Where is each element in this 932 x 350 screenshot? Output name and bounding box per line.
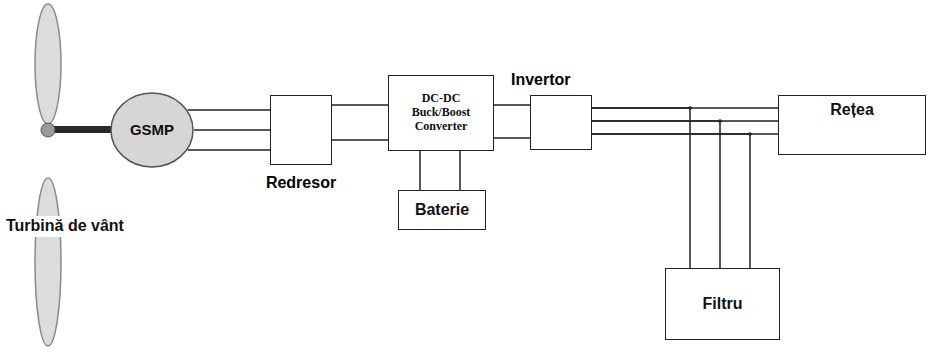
wire [332, 139, 388, 141]
wire-connector [592, 106, 752, 268]
node-text: DC-DC Buck/Boost Converter [393, 92, 489, 133]
battery-box: Baterie [398, 190, 486, 230]
junction-dot [718, 119, 722, 123]
wire [188, 149, 270, 151]
component-label: Redresor [266, 174, 336, 192]
grid-box: Rețea [778, 95, 926, 155]
node-text: Rețea [830, 101, 874, 119]
node-text: Filtru [703, 295, 743, 313]
inverter-box: Invertor [530, 95, 592, 150]
rectifier-box: Redresor [270, 95, 332, 165]
wire [332, 104, 388, 106]
wire [592, 108, 690, 268]
generator-circle: GSMP [110, 92, 194, 168]
wire [459, 151, 461, 190]
junction-dot [688, 106, 692, 110]
wire [494, 137, 530, 139]
converter-box: DC-DC Buck/Boost Converter [388, 75, 494, 151]
wire-connector [332, 105, 388, 140]
node-text: Baterie [415, 201, 469, 219]
junction-dot [748, 132, 752, 136]
wire [188, 109, 270, 111]
wind-turbine [35, 4, 116, 346]
wire-connector [420, 151, 460, 190]
wire [194, 129, 270, 131]
filter-box: Filtru [665, 268, 780, 340]
wire [592, 134, 750, 268]
wire [494, 104, 530, 106]
component-label: Invertor [511, 71, 571, 89]
wire [419, 151, 421, 190]
node-text: GSMP [130, 121, 174, 138]
turbine-label: Turbină de vânt [4, 216, 126, 237]
wire-connector [494, 105, 530, 138]
wire-connector [188, 110, 270, 150]
wire [592, 121, 720, 268]
